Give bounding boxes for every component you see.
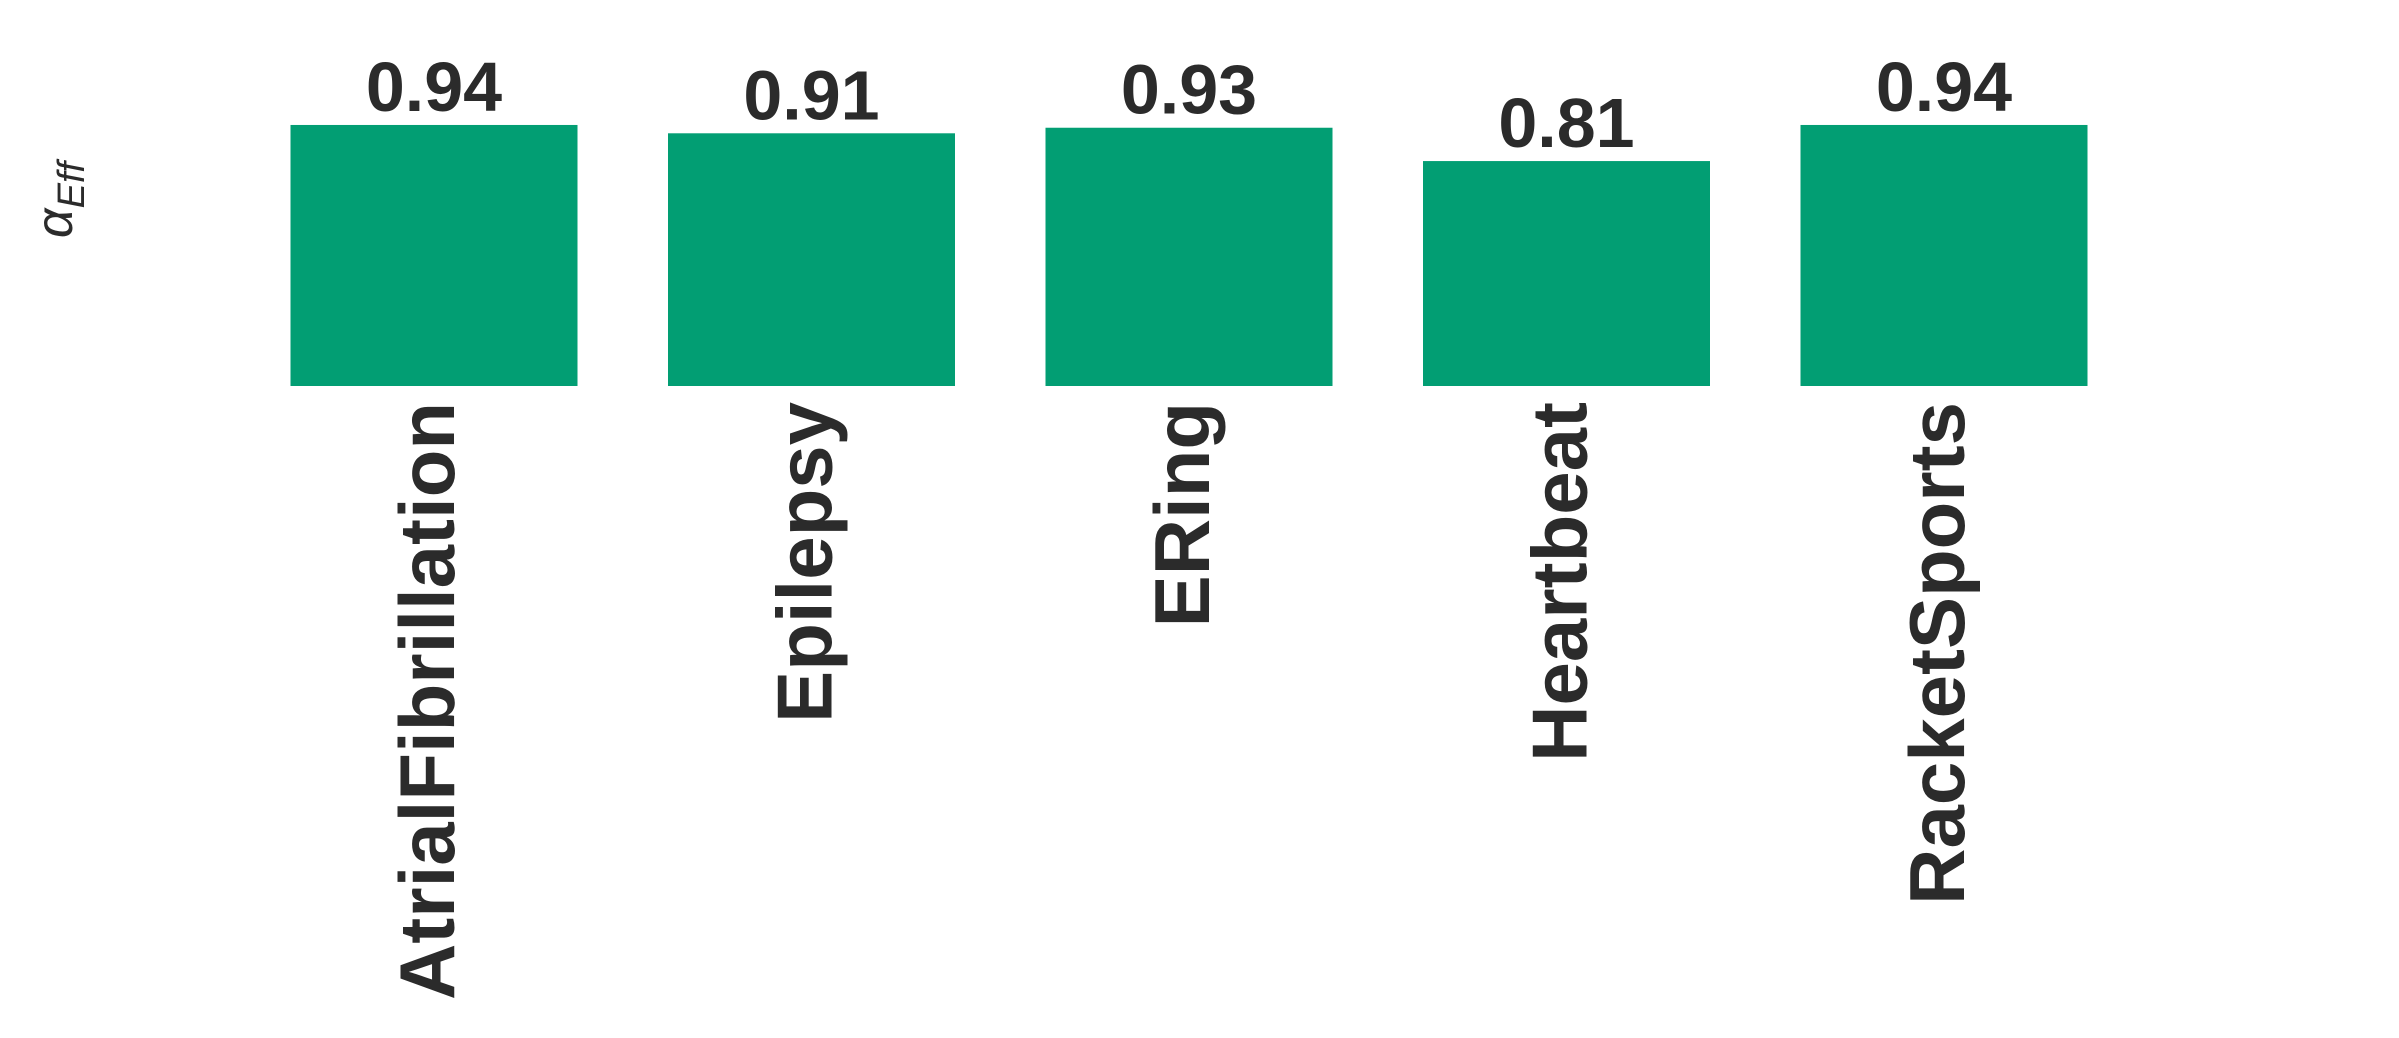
y-axis-label-main: α [26,207,84,238]
data-label-racketsports: 0.94 [1876,48,2012,126]
category-labels: AtrialFibrillation Epilepsy ERing Heartbeat… [383,402,1981,1000]
data-label-ering: 0.93 [1121,51,1257,129]
bars [290,124,2088,386]
x-tick-label-racketsports: RacketSports [1893,402,1981,905]
y-axis-label-subscript: Eff [51,159,93,209]
data-label-heartbeat: 0.81 [1498,84,1634,162]
bar-ering [1045,127,1333,386]
y-axis-label: αEff [26,159,93,239]
svg-text:αEff: αEff [26,159,93,239]
x-tick-label-ering: ERing [1138,402,1226,627]
x-tick-label-epilepsy: Epilepsy [761,402,849,723]
bar-atrialfibrillation [290,124,578,386]
bar-epilepsy [668,133,955,386]
x-tick-label-atrialfibrillation: AtrialFibrillation [383,402,471,1000]
bar-heartbeat [1423,161,1710,386]
data-label-epilepsy: 0.91 [743,56,879,134]
data-label-atrialfibrillation: 0.94 [366,48,502,126]
value-labels: 0.94 0.91 0.93 0.81 0.94 [366,48,2012,162]
x-tick-label-heartbeat: Heartbeat [1516,402,1604,762]
bar-racketsports [1800,124,2088,386]
